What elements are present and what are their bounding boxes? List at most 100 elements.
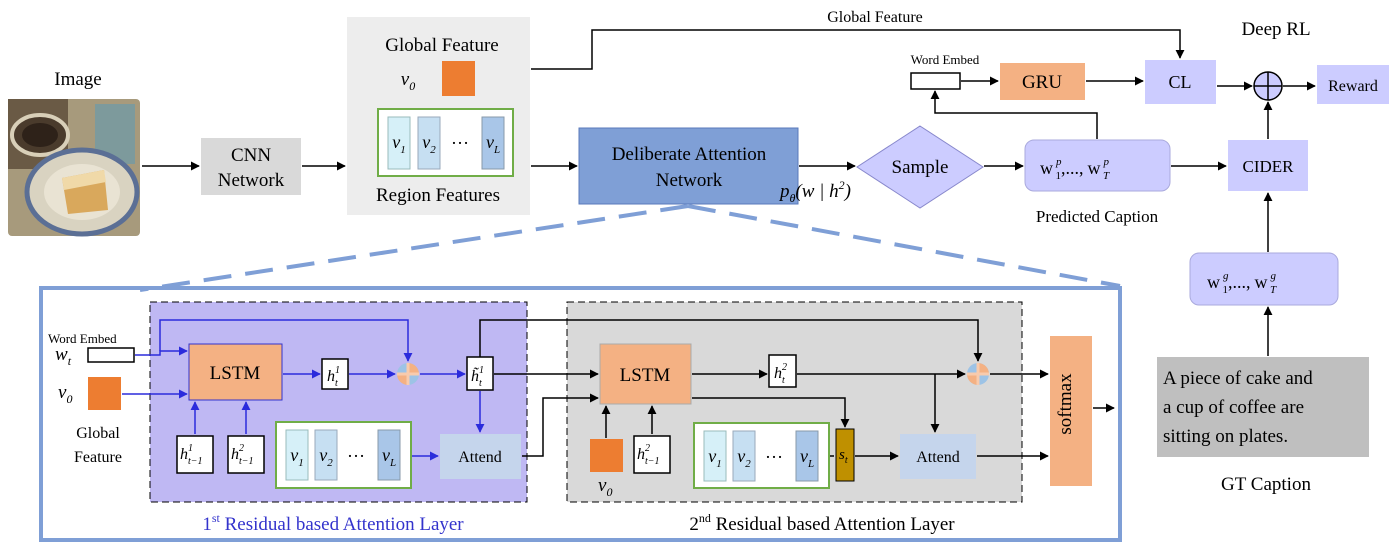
word-embed-top-box (910, 72, 961, 90)
layer1-h-t1-box (321, 358, 349, 390)
layer2-h-t2-box (768, 354, 797, 388)
layer1-word-embed-box (87, 347, 135, 363)
gt-caption-line: sitting on plates. (1163, 426, 1288, 447)
region-cell-label: v2 (319, 445, 333, 469)
arrow-attend1-to-lstm2 (522, 393, 599, 457)
sample-label: Sample (892, 157, 949, 178)
layer2-v0-symbol: v0 (598, 475, 612, 499)
cnn-network-box (201, 138, 301, 195)
layer1-h-tilde-box (466, 356, 494, 391)
layer1-lstm-box (188, 343, 283, 401)
layer2-arrows (479, 319, 1115, 461)
region-cell-label: v1 (392, 132, 406, 156)
arrow-wt-to-sum (159, 319, 413, 362)
region-cell (314, 429, 338, 481)
gt-caption-line: a cup of coffee are (1163, 397, 1304, 418)
gt-caption-box (1157, 357, 1369, 457)
arrow-predicted-to-word-embed (930, 90, 1098, 139)
layer1-arrows (122, 319, 485, 461)
predicted-caption-box (1024, 139, 1171, 192)
cider-box (1228, 140, 1308, 191)
region-cell (481, 116, 505, 170)
region-cell-label: vL (382, 445, 396, 469)
sample-diamond (856, 125, 984, 209)
gt-words-box (1189, 252, 1339, 306)
region-cell-label: v1 (290, 445, 304, 469)
layer1-sum-node-icon (397, 363, 419, 385)
region-cell-label: v2 (737, 446, 751, 470)
layer2-lstm-box (599, 343, 692, 405)
layer2-h-tm1-2-box (633, 435, 671, 474)
region-cell-ellipsis: … (347, 441, 365, 461)
layer1-attend-label: Attend (458, 449, 502, 466)
region-cell-ellipsis: … (765, 442, 783, 462)
region-cell-label: v2 (422, 132, 436, 156)
detail-frame (39, 286, 1122, 542)
region-cell (795, 430, 819, 482)
layer1-global-feature-label-line1: Global (76, 425, 120, 442)
layer1-global-feature-vector (88, 377, 121, 410)
input-image-photo (8, 99, 140, 237)
layer2-title: 2nd Residual based Attention Layer (689, 511, 955, 535)
layer2-st-box (835, 428, 855, 482)
region-features-label: Region Features (376, 185, 500, 206)
cnn-label-line2: Network (218, 170, 285, 191)
cider-label: CIDER (1243, 157, 1295, 176)
global-feature-line-label: Global Feature (827, 9, 923, 26)
wt-symbol: wt (55, 344, 72, 368)
layer2-st-label: st (839, 447, 848, 466)
reward-label: Reward (1328, 78, 1378, 95)
image-label: Image (54, 69, 101, 90)
layer1-word-embed-label: Word Embed (48, 331, 117, 346)
layer1-global-feature-label-line2: Feature (74, 449, 122, 466)
region-cell (703, 430, 727, 482)
predicted-caption-label: Predicted Caption (1036, 207, 1159, 226)
region-cell-label: v1 (708, 446, 722, 470)
layer1-v0-symbol: v0 (58, 382, 72, 406)
softmax-label: softmax (1055, 373, 1076, 435)
probability-expression: pθ(w | h2) (778, 178, 851, 205)
layer2-lstm-label: LSTM (620, 365, 671, 386)
region-cells: v1 v2 … vL (387, 116, 505, 170)
dan-label-line2: Network (656, 170, 723, 191)
layer2-sum-node-icon (967, 363, 989, 385)
layer1-h-tm1-1-box (176, 435, 214, 474)
global-feature-title: Global Feature (385, 35, 498, 56)
region-cell (387, 116, 411, 170)
zoom-line-left (139, 204, 689, 292)
cl-box (1145, 60, 1216, 104)
layer1-region-cells: v1 v2 … vL (285, 429, 401, 481)
word-embed-top-label: Word Embed (911, 52, 980, 67)
dan-label-line1: Deliberate Attention (612, 144, 767, 165)
region-cell (417, 116, 441, 170)
region-cell (732, 430, 756, 482)
layer2-v0-vector (590, 439, 623, 472)
layer1-h-tm1-2-box (227, 435, 265, 474)
reward-box (1317, 65, 1389, 104)
sum-node-icon (1253, 71, 1283, 101)
cnn-label-line1: CNN (231, 145, 271, 166)
layer2-region-cells: v1 v2 … vL (703, 430, 819, 482)
layer2-attend-box (900, 434, 976, 479)
layer1-lstm-label: LSTM (210, 363, 261, 384)
softmax-box (1050, 336, 1092, 486)
region-cell-label: vL (486, 132, 500, 156)
arrow-lstm2-to-st (692, 397, 850, 428)
region-cell-ellipsis: … (451, 128, 469, 148)
gt-caption-label: GT Caption (1221, 474, 1311, 495)
global-feature-vector (442, 61, 475, 96)
region-cell (377, 429, 401, 481)
layer1-attend-box (440, 434, 521, 479)
arrow-wt-to-lstm (135, 346, 188, 356)
layer1-title: 1st Residual based Attention Layer (202, 511, 464, 535)
cl-label: CL (1168, 72, 1191, 92)
arrow-global-feature-to-cl (531, 29, 1185, 70)
gru-box (1000, 63, 1085, 100)
